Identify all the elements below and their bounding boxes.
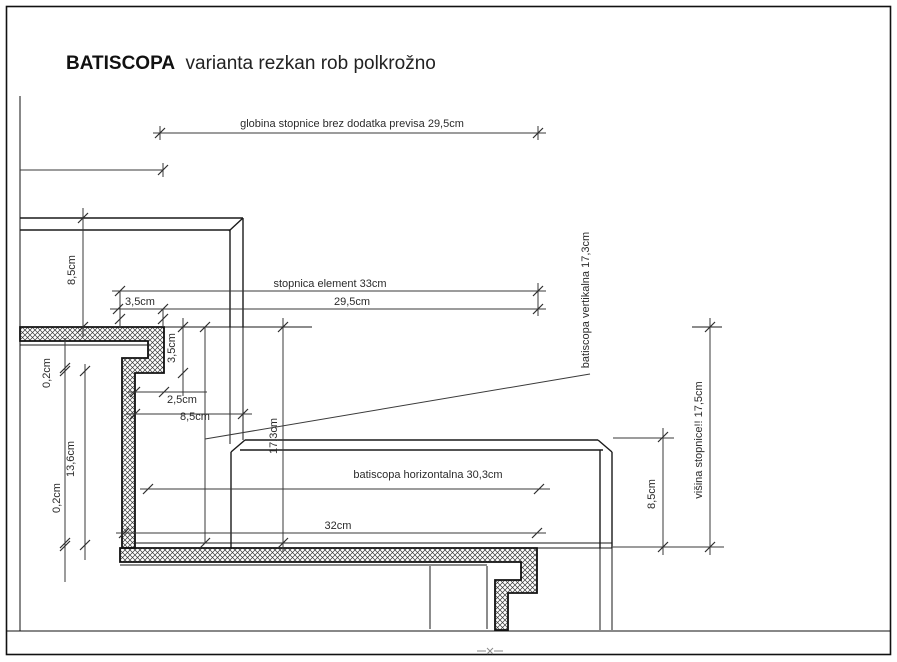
dim-label-nose-8-5cm: 8,5cm	[180, 411, 210, 423]
dim-label-globina-stopnice: globina stopnice brez dodatka previsa 29…	[240, 118, 464, 130]
lower-glue-and-substructure-lines	[120, 564, 488, 629]
dim-label-batiscopa-horizontalna: batiscopa horizontalna 30,3cm	[353, 469, 502, 481]
dim-label-glue-lower-0-2cm: 0,2cm	[51, 483, 63, 513]
dimension-ticks	[59, 127, 716, 553]
dim-label-17-3cm: 17,3cm	[268, 418, 280, 454]
dim-label-nose-3-5cm: 3,5cm	[166, 333, 178, 363]
dimension-labels-horizontal: globina stopnice brez dodatka previsa 29…	[125, 118, 503, 532]
dim-label-stopnica-element: stopnica element 33cm	[273, 278, 386, 290]
page-border-frame	[5, 5, 892, 656]
dim-label-step-8-5cm: 8,5cm	[646, 479, 658, 509]
dim-label-13-6cm: 13,6cm	[65, 441, 77, 477]
dimension-labels-vertical: 8,5cm 0,2cm 3,5cm 13,6cm 0,2cm 17,3cm 8,…	[41, 232, 705, 513]
dim-label-element-8-5cm: 8,5cm	[66, 255, 78, 285]
batiscopa-vertikalna-leader-line	[204, 373, 591, 440]
batiscopa-lower-horizontal-and-riser	[119, 547, 538, 631]
title-variant: varianta rezkan rob polkrožno	[186, 53, 436, 74]
fold-mark	[477, 647, 503, 655]
dim-label-29-5cm: 29,5cm	[334, 296, 370, 308]
dim-label-2-5cm: 2,5cm	[167, 394, 197, 406]
dim-label-previs-3-5cm: 3,5cm	[125, 296, 155, 308]
dim-label-visina-stopnice: višina stopnice!! 17,5cm	[693, 381, 705, 498]
dim-label-32cm: 32cm	[325, 520, 352, 532]
dimension-lines	[20, 126, 724, 582]
dim-label-batiscopa-vertikalna: batiscopa vertikalna 17,3cm	[580, 232, 592, 368]
drawing-title: BATISCOPA varianta rezkan rob polkrožno	[66, 53, 436, 74]
title-product: BATISCOPA	[66, 53, 175, 74]
dim-label-glue-upper-0-2cm: 0,2cm	[41, 358, 53, 388]
lower-step-element	[134, 439, 613, 630]
